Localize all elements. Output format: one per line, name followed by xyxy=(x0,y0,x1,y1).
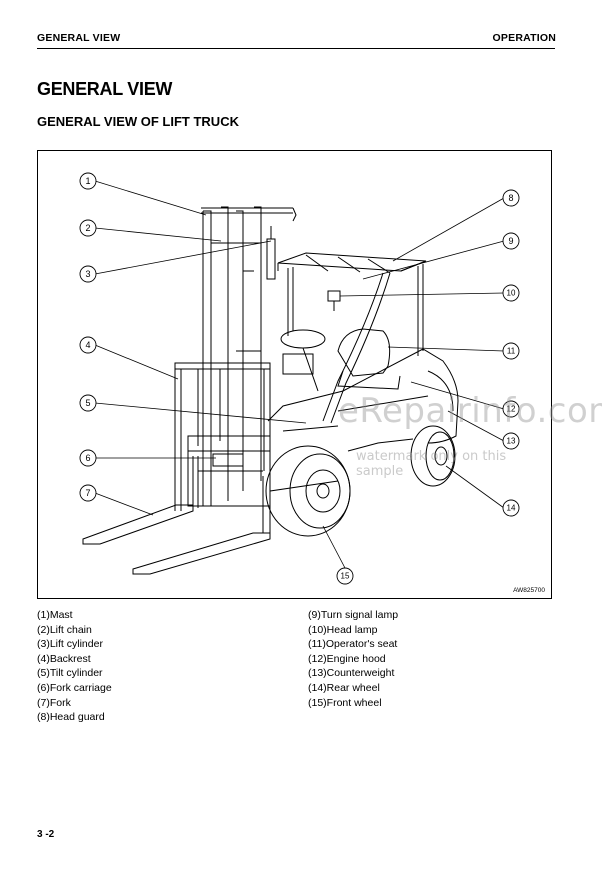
callout-6 xyxy=(79,449,97,467)
legend-item: (7)Fork xyxy=(37,696,71,709)
watermark: eRepairinfo.com xyxy=(338,391,602,431)
callout-label-6: 6 xyxy=(85,453,90,463)
legend-item: (4)Backrest xyxy=(37,652,91,665)
callout-label-7: 7 xyxy=(85,488,90,498)
callout-label-8: 8 xyxy=(508,193,513,203)
legend-item: (2)Lift chain xyxy=(37,623,92,636)
legend-item: (1)Mast xyxy=(37,609,73,621)
legend-item: (14)Rear wheel xyxy=(308,681,380,694)
watermark-note: watermark only on this sample xyxy=(356,449,507,479)
legend-item: (8)Head guard xyxy=(37,711,105,724)
callout-7 xyxy=(79,484,97,502)
callout-13 xyxy=(502,432,520,450)
legend-item: (6)Fork carriage xyxy=(37,681,112,694)
callout-label-9: 9 xyxy=(508,236,513,246)
callout-2 xyxy=(79,219,97,237)
callout-10 xyxy=(502,284,520,302)
body-drawing xyxy=(267,348,459,492)
callout-5 xyxy=(79,394,97,412)
legend-item: (9)Turn signal lamp xyxy=(308,609,399,621)
legend-item: (13)Counterweight xyxy=(308,667,395,680)
header-rule xyxy=(37,48,555,49)
callout-label-1: 1 xyxy=(85,176,90,186)
legend-item: (12)Engine hood xyxy=(308,652,386,665)
callout-3 xyxy=(79,265,97,283)
legend-item: (11)Operator's seat xyxy=(308,638,398,651)
callout-14 xyxy=(502,499,520,517)
section-title: GENERAL VIEW OF LIFT TRUCK xyxy=(37,114,239,129)
rear-wheel-drawing xyxy=(410,425,456,487)
callout-11 xyxy=(502,342,520,360)
callout-1 xyxy=(79,172,97,190)
legend-item: (3)Lift cylinder xyxy=(37,638,103,651)
mast-drawing xyxy=(201,206,297,507)
callout-circles xyxy=(79,172,520,585)
callout-label-13: 13 xyxy=(507,437,516,446)
running-header-right: OPERATION xyxy=(492,32,556,44)
callout-label-12: 12 xyxy=(507,405,516,414)
legend-item: (15)Front wheel xyxy=(308,696,382,709)
legend-column-1: (1)Mast (2)Lift chain (3)Lift cylinder (… xyxy=(37,608,112,725)
callout-labels: 1 2 3 4 5 6 7 8 9 10 11 12 13 14 15 xyxy=(85,176,516,581)
backrest-drawing xyxy=(174,362,271,511)
page-title: GENERAL VIEW xyxy=(37,79,173,99)
callout-label-14: 14 xyxy=(507,504,516,513)
page-number: 3 -2 xyxy=(37,829,55,840)
callout-label-4: 4 xyxy=(85,340,90,350)
callout-label-15: 15 xyxy=(341,572,350,581)
callout-label-10: 10 xyxy=(507,289,516,298)
callout-label-3: 3 xyxy=(85,269,90,279)
callout-12 xyxy=(502,400,520,418)
front-wheel-drawing xyxy=(265,445,351,537)
lift-truck-drawing: 1 2 3 4 5 6 7 8 9 10 11 12 13 14 15 xyxy=(79,172,520,585)
legend-column-2: (9)Turn signal lamp (10)Head lamp (11)Op… xyxy=(308,608,398,710)
callout-9 xyxy=(502,232,520,250)
leader-lines xyxy=(94,180,505,569)
running-header-left: GENERAL VIEW xyxy=(37,32,121,44)
legend-item: (10)Head lamp xyxy=(308,623,378,636)
callout-15 xyxy=(336,567,354,585)
legend-item: (5)Tilt cylinder xyxy=(37,667,103,680)
forks-drawing xyxy=(82,456,271,575)
carriage-drawing xyxy=(187,435,271,507)
callout-label-5: 5 xyxy=(85,398,90,408)
callout-4 xyxy=(79,336,97,354)
lift-truck-figure: 1 2 3 4 5 6 7 8 9 10 11 12 13 14 15 eRep… xyxy=(37,150,602,599)
figure-code: AW825700 xyxy=(513,587,545,594)
callout-label-2: 2 xyxy=(85,223,90,233)
callout-label-11: 11 xyxy=(507,347,516,356)
callout-8 xyxy=(502,189,520,207)
seat-drawing xyxy=(280,290,401,392)
